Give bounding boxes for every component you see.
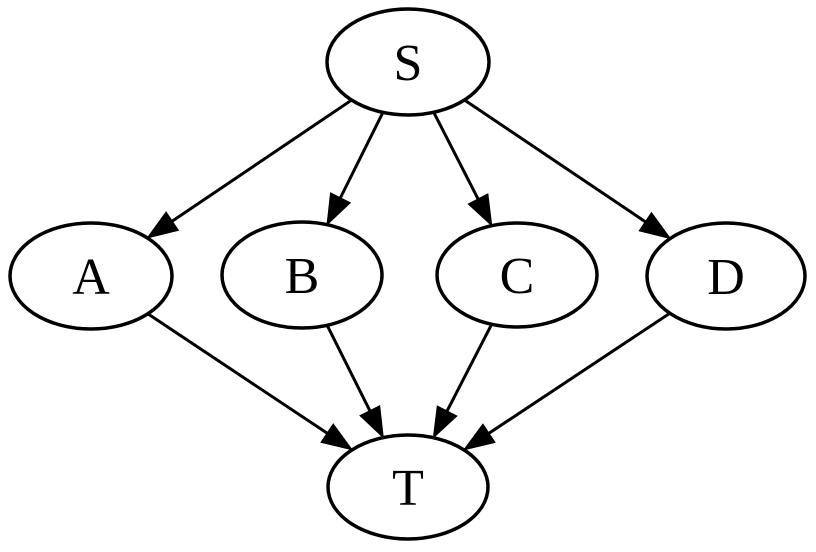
- edges-layer: [146, 98, 672, 451]
- edge-arrowhead-D-T: [462, 423, 496, 451]
- edge-S-D: [463, 98, 672, 240]
- edge-line-B-T: [325, 324, 373, 415]
- edge-line-A-T: [146, 312, 332, 437]
- node-T: T: [326, 433, 490, 541]
- edge-arrowhead-C-T: [432, 405, 458, 439]
- node-label-C: C: [500, 248, 535, 305]
- edge-S-B: [326, 111, 385, 226]
- node-B: B: [220, 220, 384, 330]
- node-ellipse-C: [435, 221, 599, 329]
- node-label-T: T: [392, 460, 424, 517]
- node-S: S: [325, 7, 491, 117]
- edge-D-T: [462, 312, 671, 451]
- edge-arrowhead-S-A: [146, 211, 180, 239]
- node-label-S: S: [394, 35, 423, 92]
- edge-arrowhead-S-C: [467, 193, 493, 227]
- edge-B-T: [325, 324, 384, 439]
- edge-line-S-B: [337, 111, 385, 203]
- edge-line-D-T: [484, 312, 671, 437]
- edge-A-T: [146, 312, 354, 451]
- node-A: A: [8, 221, 174, 331]
- edge-S-C: [432, 111, 493, 227]
- nodes-layer: S A B C D T: [8, 7, 807, 541]
- node-ellipse-A: [8, 221, 174, 331]
- edge-arrowhead-S-D: [638, 211, 672, 240]
- node-C: C: [435, 221, 599, 329]
- node-ellipse-S: [325, 7, 491, 117]
- node-ellipse-T: [326, 433, 490, 541]
- edge-line-S-A: [168, 98, 353, 225]
- node-ellipse-D: [645, 221, 807, 331]
- edge-line-C-T: [443, 323, 493, 416]
- edge-S-A: [146, 98, 353, 239]
- edge-line-S-D: [463, 98, 650, 226]
- edge-arrowhead-B-T: [359, 405, 384, 439]
- node-label-D: D: [707, 249, 745, 306]
- node-ellipse-B: [220, 220, 384, 330]
- edge-arrowhead-A-T: [320, 423, 354, 451]
- edge-C-T: [432, 323, 493, 439]
- node-D: D: [645, 221, 807, 331]
- node-label-A: A: [72, 249, 110, 306]
- node-label-B: B: [285, 248, 320, 305]
- edge-arrowhead-S-B: [326, 192, 352, 226]
- edge-line-S-C: [432, 111, 482, 204]
